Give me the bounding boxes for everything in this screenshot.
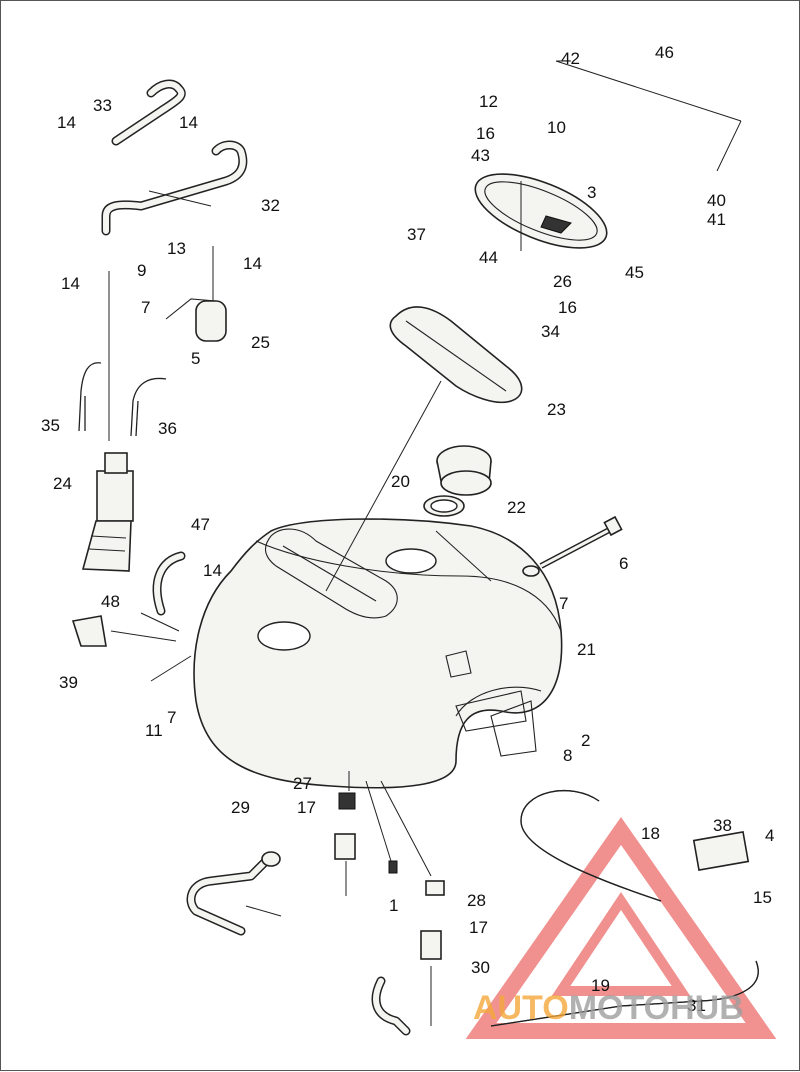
callout-32: 32 (261, 196, 280, 215)
callout-26: 26 (553, 272, 572, 291)
gasket (389, 306, 523, 404)
callout-7-mount: 7 (167, 708, 176, 727)
callout-48: 48 (101, 592, 120, 611)
watermark-hub: HUB (670, 989, 744, 1027)
fuel-lines (186, 792, 445, 1036)
fuel-tank (193, 518, 563, 789)
callout-46: 46 (655, 43, 674, 62)
callout-4: 4 (765, 826, 774, 845)
callout-24: 24 (53, 474, 72, 493)
mounting-bolt (522, 515, 623, 577)
callout-8: 8 (563, 746, 572, 765)
callout-22: 22 (507, 498, 526, 517)
svg-text:AUTOMOTOHUB: AUTOMOTOHUB (473, 989, 744, 1027)
callout-36: 36 (158, 419, 177, 438)
callout-40: 40 (707, 191, 726, 210)
cover-plate (474, 173, 608, 249)
callout-10: 10 (547, 118, 566, 137)
callout-44: 44 (479, 248, 498, 267)
callout-37: 37 (407, 225, 426, 244)
fuel-filter (165, 246, 227, 342)
callout-42: 42 (561, 49, 580, 68)
callout-9: 9 (137, 261, 146, 280)
callout-14-c: 14 (243, 254, 262, 273)
callout-20: 20 (391, 472, 410, 491)
callout-3: 3 (587, 183, 596, 202)
callout-16-b: 16 (558, 298, 577, 317)
callout-7-bolt: 7 (559, 594, 568, 613)
callout-7-filter: 7 (141, 298, 150, 317)
callout-12: 12 (479, 92, 498, 111)
callout-1: 1 (389, 896, 398, 915)
callout-18: 18 (641, 824, 660, 843)
wire-harness (78, 271, 167, 441)
callout-16-a: 16 (476, 124, 495, 143)
callout-13: 13 (167, 239, 186, 258)
callout-30: 30 (471, 958, 490, 977)
callout-35: 35 (41, 416, 60, 435)
vent-hose (71, 551, 186, 647)
callout-43: 43 (471, 146, 490, 165)
watermark-moto: MOTO (569, 989, 670, 1027)
callout-28: 28 (467, 891, 486, 910)
callout-5: 5 (191, 349, 200, 368)
callout-21: 21 (577, 640, 596, 659)
callout-25: 25 (251, 333, 270, 352)
callout-11: 11 (145, 721, 163, 740)
watermark-text: AUTOMOTOHUB (473, 989, 744, 1027)
callout-45: 45 (625, 263, 644, 282)
callout-6: 6 (619, 554, 628, 573)
callout-17-b: 17 (469, 918, 488, 937)
callout-29: 29 (231, 798, 250, 817)
callout-labels: 1 2 3 4 5 6 7 7 7 8 9 10 11 12 13 14 14 … (41, 43, 774, 1015)
callout-14-e: 14 (203, 561, 222, 580)
callout-27: 27 (293, 774, 312, 793)
leader-lines (110, 60, 742, 1026)
callout-33: 33 (93, 96, 112, 115)
callout-41: 41 (707, 210, 726, 229)
callout-2: 2 (581, 731, 590, 750)
callout-17-a: 17 (297, 798, 316, 817)
callout-15: 15 (753, 888, 772, 907)
callout-34: 34 (541, 322, 560, 341)
callout-14-a: 14 (57, 113, 76, 132)
callout-23: 23 (547, 400, 566, 419)
callout-47: 47 (191, 515, 210, 534)
watermark-logo-triangle (465, 817, 777, 1039)
breather-line (490, 789, 759, 1027)
callout-31: 31 (687, 996, 706, 1015)
fuel-cap (423, 445, 492, 517)
fuel-pump (81, 452, 134, 572)
callout-14-b: 14 (179, 113, 198, 132)
hose-assembly (101, 79, 248, 236)
callout-19: 19 (591, 976, 610, 995)
watermark-auto: AUTO (473, 989, 569, 1027)
callout-38: 38 (713, 816, 732, 835)
callout-14-d: 14 (61, 274, 80, 293)
callout-39: 39 (59, 673, 78, 692)
